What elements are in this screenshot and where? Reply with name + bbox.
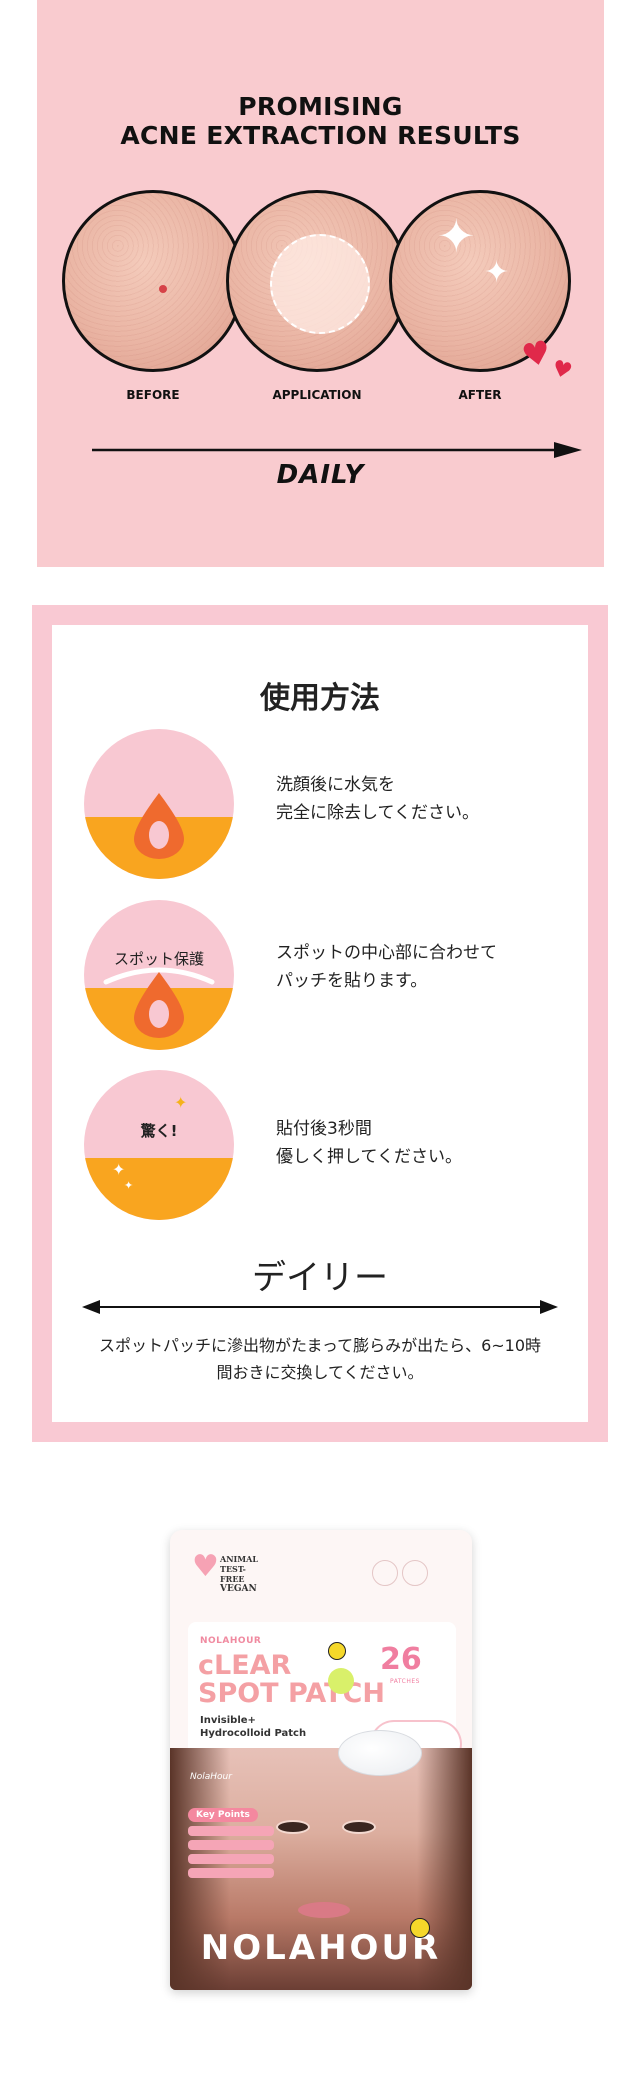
sparkle-icon: ✦ (437, 209, 476, 263)
model-eye (276, 1820, 310, 1834)
step-label-before: BEFORE (126, 388, 180, 402)
applied-patch (270, 234, 370, 334)
drop-icon (134, 793, 184, 859)
after-skin-image: ✦ ✦ (389, 190, 571, 372)
vegan-badge: ♥ ANIMAL TEST-FREE VEGAN (192, 1549, 262, 1595)
sparkle-icon: ✦ (174, 1093, 188, 1112)
product-subtitle-line2: Hydrocolloid Patch (200, 1728, 307, 1739)
brand-small: NOLAHOUR (200, 1636, 262, 1646)
step2-icon-text: スポット保護 (113, 950, 204, 968)
product-subtitle: Invisible+ Hydrocolloid Patch (200, 1714, 306, 1740)
heart-icon: ♥ (192, 1549, 219, 1584)
results-panel: PROMISING ACNE EXTRACTION RESULTS ✦ ✦ ♥ … (37, 0, 604, 567)
badge-text: ANIMAL TEST-FREE VEGAN (220, 1554, 262, 1594)
daily-label-jp: デイリー (252, 1258, 388, 1298)
usage-panel: 使用方法 洗顔後に水気を 完全に除去してください。 スポット保護 (32, 605, 608, 1442)
product-subtitle-line1: Invisible+ (200, 1715, 256, 1726)
heart-icon: ♥ (549, 355, 575, 386)
step1-illustration (84, 729, 234, 879)
step3-text: 貼付後3秒間 優しく押してください。 (276, 1115, 462, 1171)
patch-size-circle (402, 1560, 428, 1586)
smiley-icon (410, 1918, 430, 1938)
step3-icon-text: 驚く! (140, 1122, 178, 1140)
key-point-row (188, 1868, 274, 1878)
step1-line1: 洗顔後に水気を (276, 775, 395, 795)
application-skin-image (226, 190, 408, 372)
step3-illustration: 驚く! ✦ ✦ ✦ (84, 1070, 234, 1220)
pimple-spot (159, 285, 167, 293)
results-title: PROMISING ACNE EXTRACTION RESULTS (37, 92, 604, 150)
patch-icon (103, 967, 215, 985)
sparkle-icon: ✦ (124, 1179, 134, 1192)
product-title-line1: cLEAR (198, 1650, 292, 1681)
patch-size-circle (372, 1560, 398, 1586)
step2-illustration: スポット保護 (84, 900, 234, 1050)
step3-line2: 優しく押してください。 (276, 1147, 462, 1167)
drop-icon (134, 972, 184, 1038)
arrow-right-icon (92, 442, 582, 458)
key-points-title: Key Points (188, 1808, 258, 1822)
patch-count: 26 (380, 1642, 422, 1677)
model-eye (342, 1820, 376, 1834)
key-point-row (188, 1854, 274, 1864)
step1-line2: 完全に除去してください。 (276, 803, 479, 823)
before-skin-image (62, 190, 244, 372)
brand-script: NolaHour (190, 1772, 232, 1782)
key-point-row (188, 1840, 274, 1850)
results-title-line1: PROMISING (238, 92, 403, 121)
usage-title: 使用方法 (260, 681, 380, 716)
step1-text: 洗顔後に水気を 完全に除去してください。 (276, 771, 479, 827)
daily-label: DAILY (276, 460, 365, 490)
sparkle-icon: ✦ (484, 255, 510, 290)
product-package: ♥ ANIMAL TEST-FREE VEGAN NOLAHOUR cLEAR … (170, 1530, 472, 1990)
step2-line2: パッチを貼ります。 (276, 971, 428, 991)
usage-note: スポットパッチに滲出物がたまって膨らみが出たら、6~10時間おきに交換してくださ… (98, 1336, 542, 1382)
patch-count-label: PATCHES (390, 1678, 420, 1685)
brand-wordmark: NOLAHOUR (200, 1928, 442, 1968)
step-label-after: AFTER (458, 388, 502, 402)
green-dot-decoration (328, 1668, 354, 1694)
double-arrow-icon (82, 1300, 558, 1314)
step2-line1: スポットの中心部に合わせて (276, 943, 497, 963)
model-hair (417, 1748, 472, 1990)
product-title-line2: SPOT PATCH (198, 1678, 385, 1709)
step2-text: スポットの中心部に合わせて パッチを貼ります。 (276, 939, 497, 995)
sparkle-icon: ✦ (112, 1160, 126, 1179)
usage-card: 使用方法 洗顔後に水気を 完全に除去してください。 スポット保護 (52, 625, 588, 1422)
key-point-row (188, 1826, 274, 1836)
badge-line1: ANIMAL (220, 1554, 258, 1564)
step-label-application: APPLICATION (272, 388, 362, 402)
badge-line2: TEST-FREE (220, 1564, 246, 1584)
patch-sticker (338, 1730, 422, 1776)
step3-line1: 貼付後3秒間 (276, 1119, 372, 1139)
badge-line3: VEGAN (220, 1584, 257, 1594)
model-lips (298, 1902, 350, 1918)
results-title-line2: ACNE EXTRACTION RESULTS (120, 121, 521, 150)
key-points: Key Points (188, 1802, 288, 1878)
smiley-icon (328, 1642, 346, 1660)
product-title: cLEAR SPOT PATCH (198, 1652, 385, 1708)
skin-layer (84, 1158, 234, 1220)
